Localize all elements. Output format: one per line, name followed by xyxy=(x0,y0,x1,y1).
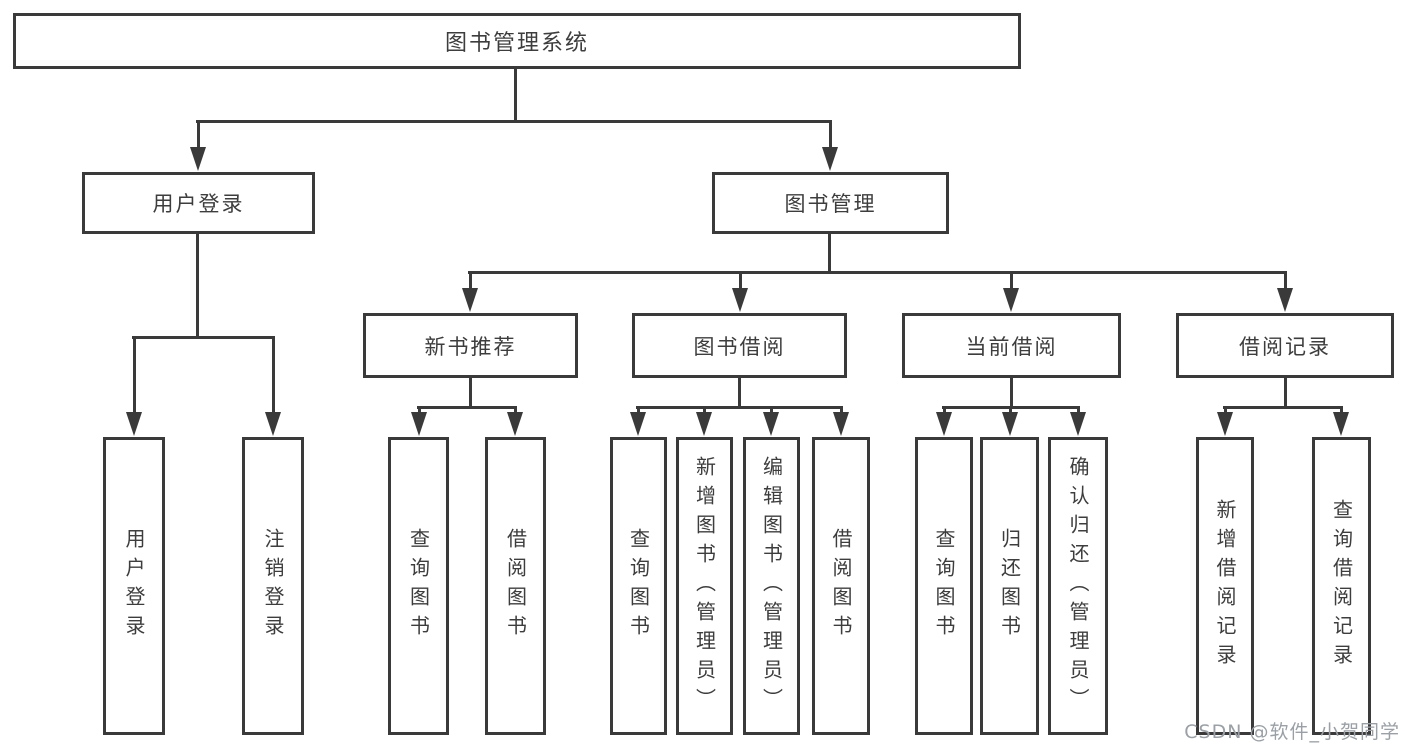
node-label: 新增借阅记录 xyxy=(1213,499,1237,673)
connector-line xyxy=(1010,378,1013,409)
leaf-user-login: 用户登录 xyxy=(103,437,165,735)
node-user-login: 用户登录 xyxy=(82,172,315,234)
node-label: 新增图书（管理员） xyxy=(692,455,717,717)
node-book-borrowing: 图书借阅 xyxy=(632,313,847,378)
node-label: 图书管理系统 xyxy=(444,31,589,56)
leaf-query-books-recommend: 查询图书 xyxy=(388,437,449,735)
node-label: 查询图书 xyxy=(406,528,431,644)
leaf-logout: 注销登录 xyxy=(242,437,304,735)
leaf-query-borrow-record: 查询借阅记录 xyxy=(1312,437,1371,735)
leaf-borrow-books-recommend: 借阅图书 xyxy=(485,437,546,735)
leaf-return-book: 归还图书 xyxy=(980,437,1039,735)
leaf-edit-book-admin: 编辑图书（管理员） xyxy=(743,437,800,735)
node-label: 借阅记录 xyxy=(1239,334,1331,359)
node-label: 确认归还（管理员） xyxy=(1066,455,1090,717)
node-label: 当前借阅 xyxy=(965,334,1058,359)
node-label: 借阅图书 xyxy=(829,528,853,644)
leaf-confirm-return-admin: 确认归还（管理员） xyxy=(1048,437,1108,735)
connector-line xyxy=(738,378,741,409)
node-library-management-system: 图书管理系统 xyxy=(13,13,1021,69)
node-label: 查询图书 xyxy=(932,528,956,644)
leaf-query-books-borrowing: 查询图书 xyxy=(610,437,667,735)
node-label: 归还图书 xyxy=(997,528,1022,644)
leaf-borrow-books: 借阅图书 xyxy=(812,437,870,735)
node-book-management: 图书管理 xyxy=(712,172,949,234)
connector-line xyxy=(636,406,843,409)
node-label: 用户登录 xyxy=(152,192,245,216)
connector-line xyxy=(514,69,517,123)
leaf-add-book-admin: 新增图书（管理员） xyxy=(676,437,733,735)
leaf-query-books-current: 查询图书 xyxy=(915,437,973,735)
node-label: 新书推荐 xyxy=(424,334,517,359)
connector-line xyxy=(417,406,517,409)
connector-line xyxy=(1223,406,1343,409)
node-label: 编辑图书（管理员） xyxy=(759,455,784,717)
node-borrowing-records: 借阅记录 xyxy=(1176,313,1394,378)
leaf-add-borrow-record: 新增借阅记录 xyxy=(1196,437,1254,735)
node-label: 图书借阅 xyxy=(693,334,786,359)
connector-line xyxy=(469,378,472,409)
node-new-book-recommendation: 新书推荐 xyxy=(363,313,578,378)
node-label: 注销登录 xyxy=(261,528,285,644)
connector-line xyxy=(828,234,831,274)
connector-line xyxy=(468,271,1287,274)
node-label: 查询图书 xyxy=(626,528,651,644)
node-label: 借阅图书 xyxy=(503,528,528,644)
node-label: 图书管理 xyxy=(784,192,877,216)
connector-line xyxy=(196,234,199,339)
connector-line xyxy=(1284,378,1287,409)
csdn-watermark: CSDN @软件_小贺同学 xyxy=(1184,721,1400,743)
connector-line xyxy=(132,336,275,339)
node-label: 用户登录 xyxy=(122,528,146,644)
node-current-borrowing: 当前借阅 xyxy=(902,313,1121,378)
node-label: 查询借阅记录 xyxy=(1329,499,1354,673)
connector-line xyxy=(196,120,832,123)
